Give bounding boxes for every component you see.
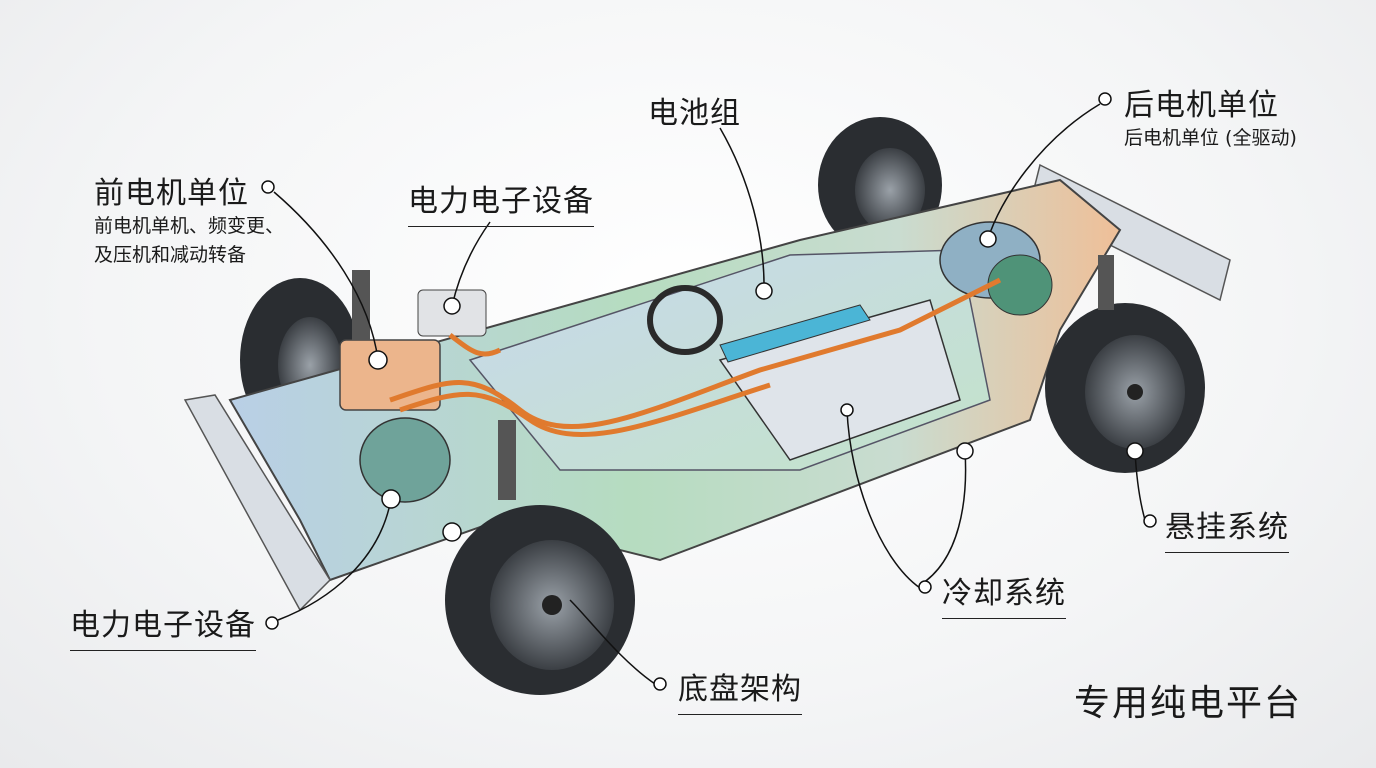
rear-right-wheel <box>1045 303 1205 473</box>
rear-motor-title: 后电机单位 <box>1124 88 1279 123</box>
label-power-electronics-bottom: 电力电子设备 <box>70 600 256 651</box>
label-front-motor: 前电机单位 前电机单机、频变更、 及压机和减动转备 <box>94 168 284 270</box>
label-chassis: 底盘架构 <box>678 664 802 715</box>
front-bumper <box>183 394 331 612</box>
label-battery-pack: 电池组 <box>648 96 741 131</box>
front-motor-title: 前电机单位 <box>94 176 249 211</box>
platform-title: 专用纯电平台 <box>1074 683 1303 724</box>
front-motor <box>359 417 451 503</box>
leader-lines <box>273 103 1146 685</box>
steering-wheel <box>647 285 723 355</box>
front-left-strut <box>352 270 370 340</box>
callout-dots <box>261 92 1157 691</box>
front-right-wheel <box>445 505 635 695</box>
front-motor-desc-2: 及压机和减动转备 <box>94 244 247 266</box>
rear-motor-desc: 后电机单位 (全驱动) <box>1124 127 1297 149</box>
label-suspension: 悬挂系统 <box>1165 502 1289 553</box>
label-power-electronics-top: 电力电子设备 <box>408 176 594 227</box>
label-rear-motor: 后电机单位 后电机单位 (全驱动) <box>1124 80 1297 153</box>
front-strut <box>498 420 516 500</box>
front-motor-desc-1: 前电机单机、频变更、 <box>94 215 285 237</box>
rear-strut <box>1098 255 1114 310</box>
label-cooling: 冷却系统 <box>942 568 1066 619</box>
battery-cells <box>718 299 961 461</box>
hv-cables <box>389 277 1002 437</box>
